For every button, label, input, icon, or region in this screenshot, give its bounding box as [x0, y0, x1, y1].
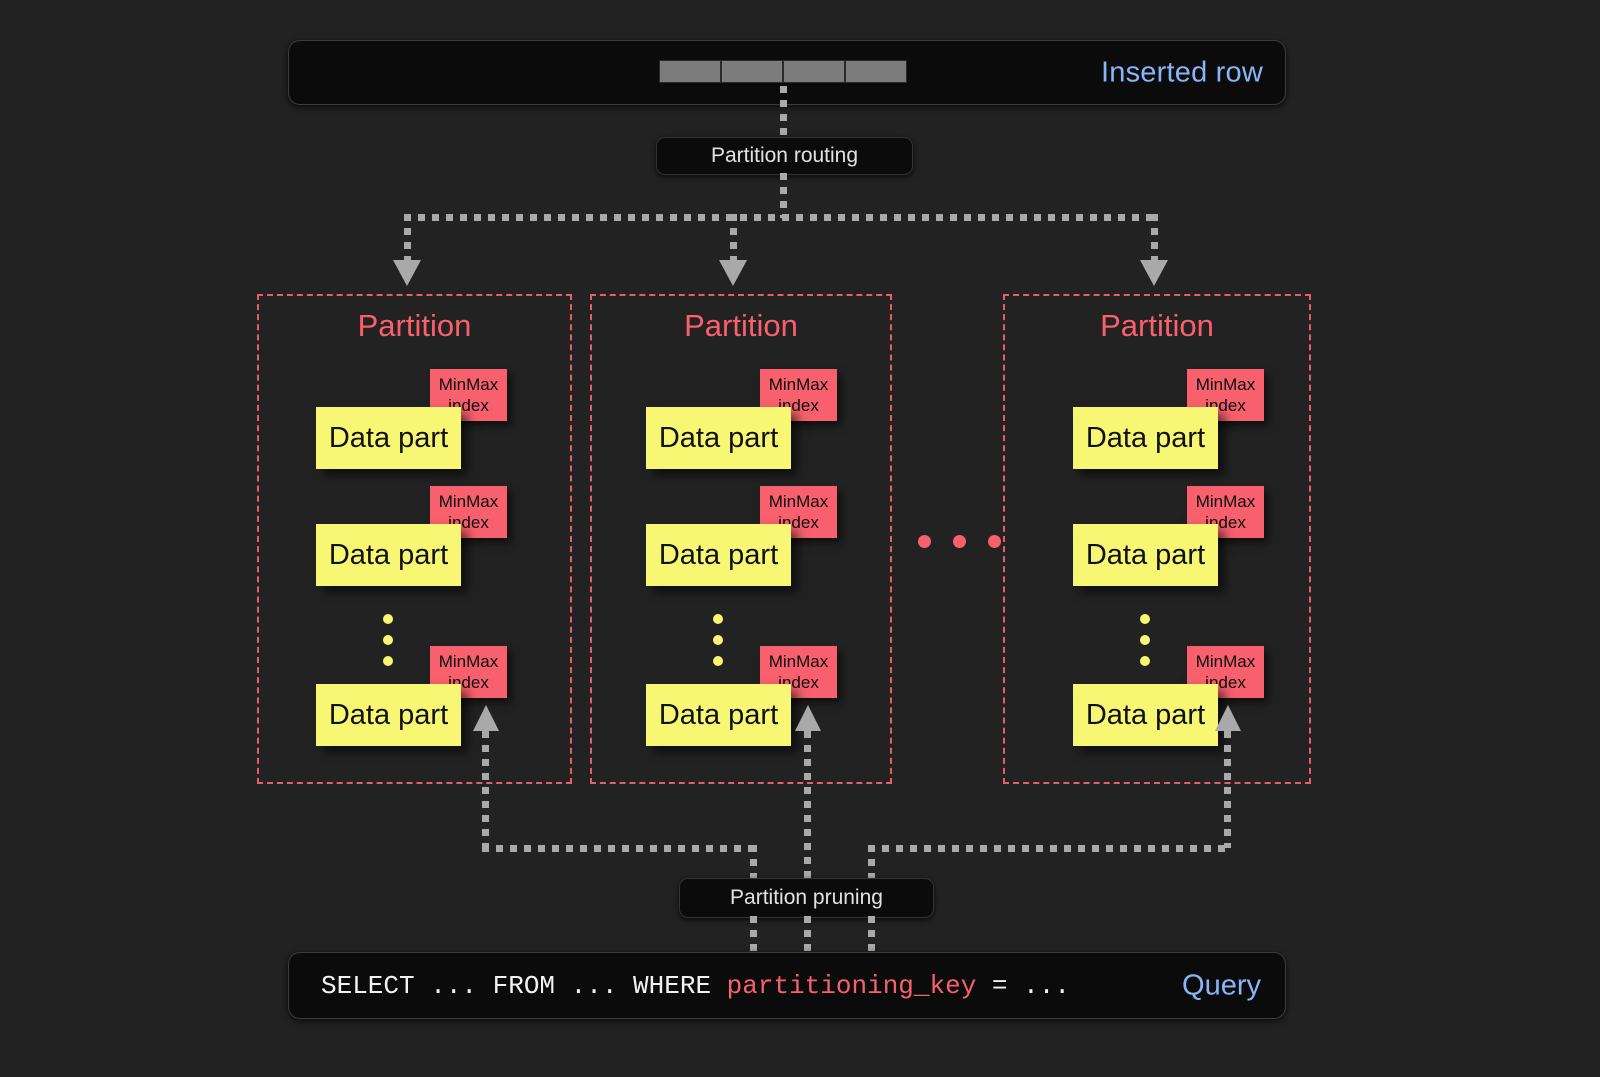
data-part-box: Data part [316, 524, 461, 586]
ellipsis-dot [988, 535, 1001, 548]
flow-line-up-3 [1224, 731, 1231, 848]
minmax-index-line1: MinMax [1195, 492, 1256, 511]
minmax-index-box: MinMax index [760, 486, 837, 538]
query-suffix: = ... [976, 970, 1070, 1001]
flow-collector-right [868, 845, 1231, 852]
data-part-box: Data part [1073, 524, 1218, 586]
flow-line-up-1 [482, 731, 489, 848]
flow-branch-2 [730, 214, 737, 264]
flow-line-pruning-to-query-1 [750, 916, 757, 952]
query-panel: SELECT ... FROM ... WHERE partitioning_k… [288, 952, 1286, 1019]
arrow-up-partition-2 [795, 705, 821, 731]
flow-line-pruning-to-query-3 [868, 916, 875, 952]
row-cell [659, 60, 721, 83]
arrow-down-partition-2 [719, 260, 747, 286]
flow-branch-1 [404, 214, 411, 264]
partition-box-3: Partition MinMax index Data part MinMax … [1003, 294, 1311, 784]
row-cell [721, 60, 783, 83]
ellipsis-dot [383, 635, 393, 645]
ellipsis-dot [1140, 656, 1150, 666]
flow-branch-3 [1151, 214, 1158, 264]
data-part-box: Data part [646, 407, 791, 469]
query-label: Query [1182, 969, 1261, 1001]
ellipsis-dot [918, 535, 931, 548]
ellipsis-dot [383, 656, 393, 666]
minmax-index-line1: MinMax [768, 375, 829, 394]
vertical-ellipsis [1140, 614, 1150, 666]
query-sql-text: SELECT ... FROM ... WHERE partitioning_k… [321, 971, 1070, 1001]
between-partitions-ellipsis [918, 535, 1001, 548]
minmax-index-line1: MinMax [1195, 652, 1256, 671]
partition-box-2: Partition MinMax index Data part MinMax … [590, 294, 892, 784]
ellipsis-dot [953, 535, 966, 548]
minmax-index-line1: MinMax [438, 652, 499, 671]
query-prefix: SELECT ... FROM ... WHERE [321, 970, 727, 1001]
arrow-up-partition-1 [473, 705, 499, 731]
partition-title: Partition [357, 308, 472, 343]
ellipsis-dot [1140, 635, 1150, 645]
arrow-up-partition-3 [1215, 705, 1241, 731]
minmax-index-line1: MinMax [438, 492, 499, 511]
inserted-row-cells [659, 60, 907, 83]
data-part-box: Data part [1073, 684, 1218, 746]
ellipsis-dot [383, 614, 393, 624]
flow-line-pruning-to-query-2 [804, 916, 811, 952]
flow-line-row-to-routing [780, 86, 787, 138]
ellipsis-dot [713, 656, 723, 666]
data-part-box: Data part [646, 684, 791, 746]
inserted-row-label: Inserted row [1101, 56, 1263, 88]
row-cell [783, 60, 845, 83]
ellipsis-dot [713, 635, 723, 645]
vertical-ellipsis [383, 614, 393, 666]
flow-line-up-2 [804, 731, 811, 883]
data-part-box: Data part [646, 524, 791, 586]
flow-line-left-into-pruning [750, 845, 757, 883]
vertical-ellipsis [713, 614, 723, 666]
ellipsis-dot [713, 614, 723, 624]
partition-pruning-label: Partition pruning [730, 886, 883, 909]
query-partitioning-key: partitioning_key [726, 970, 977, 1001]
partition-routing-box: Partition routing [656, 137, 913, 175]
flow-line-routing-down [780, 173, 787, 218]
minmax-index-box: MinMax index [760, 646, 837, 698]
minmax-index-line1: MinMax [438, 375, 499, 394]
arrow-down-partition-3 [1140, 260, 1168, 286]
flow-line-right-into-pruning [868, 845, 875, 883]
partition-pruning-box: Partition pruning [679, 878, 934, 918]
inserted-row-panel: Inserted row [288, 40, 1286, 105]
data-part-box: Data part [316, 407, 461, 469]
flow-bus-horizontal-top [404, 214, 1158, 221]
data-part-box: Data part [1073, 407, 1218, 469]
data-part-box: Data part [316, 684, 461, 746]
partition-title: Partition [1100, 308, 1214, 343]
partition-box-1: Partition MinMax index Data part MinMax … [257, 294, 572, 784]
flow-collector-left [482, 845, 757, 852]
row-cell [845, 60, 907, 83]
minmax-index-line1: MinMax [768, 652, 829, 671]
partition-title: Partition [684, 308, 798, 343]
arrow-down-partition-1 [393, 260, 421, 286]
minmax-index-line1: MinMax [1195, 375, 1256, 394]
partition-routing-label: Partition routing [710, 144, 859, 167]
ellipsis-dot [1140, 614, 1150, 624]
minmax-index-line1: MinMax [768, 492, 829, 511]
